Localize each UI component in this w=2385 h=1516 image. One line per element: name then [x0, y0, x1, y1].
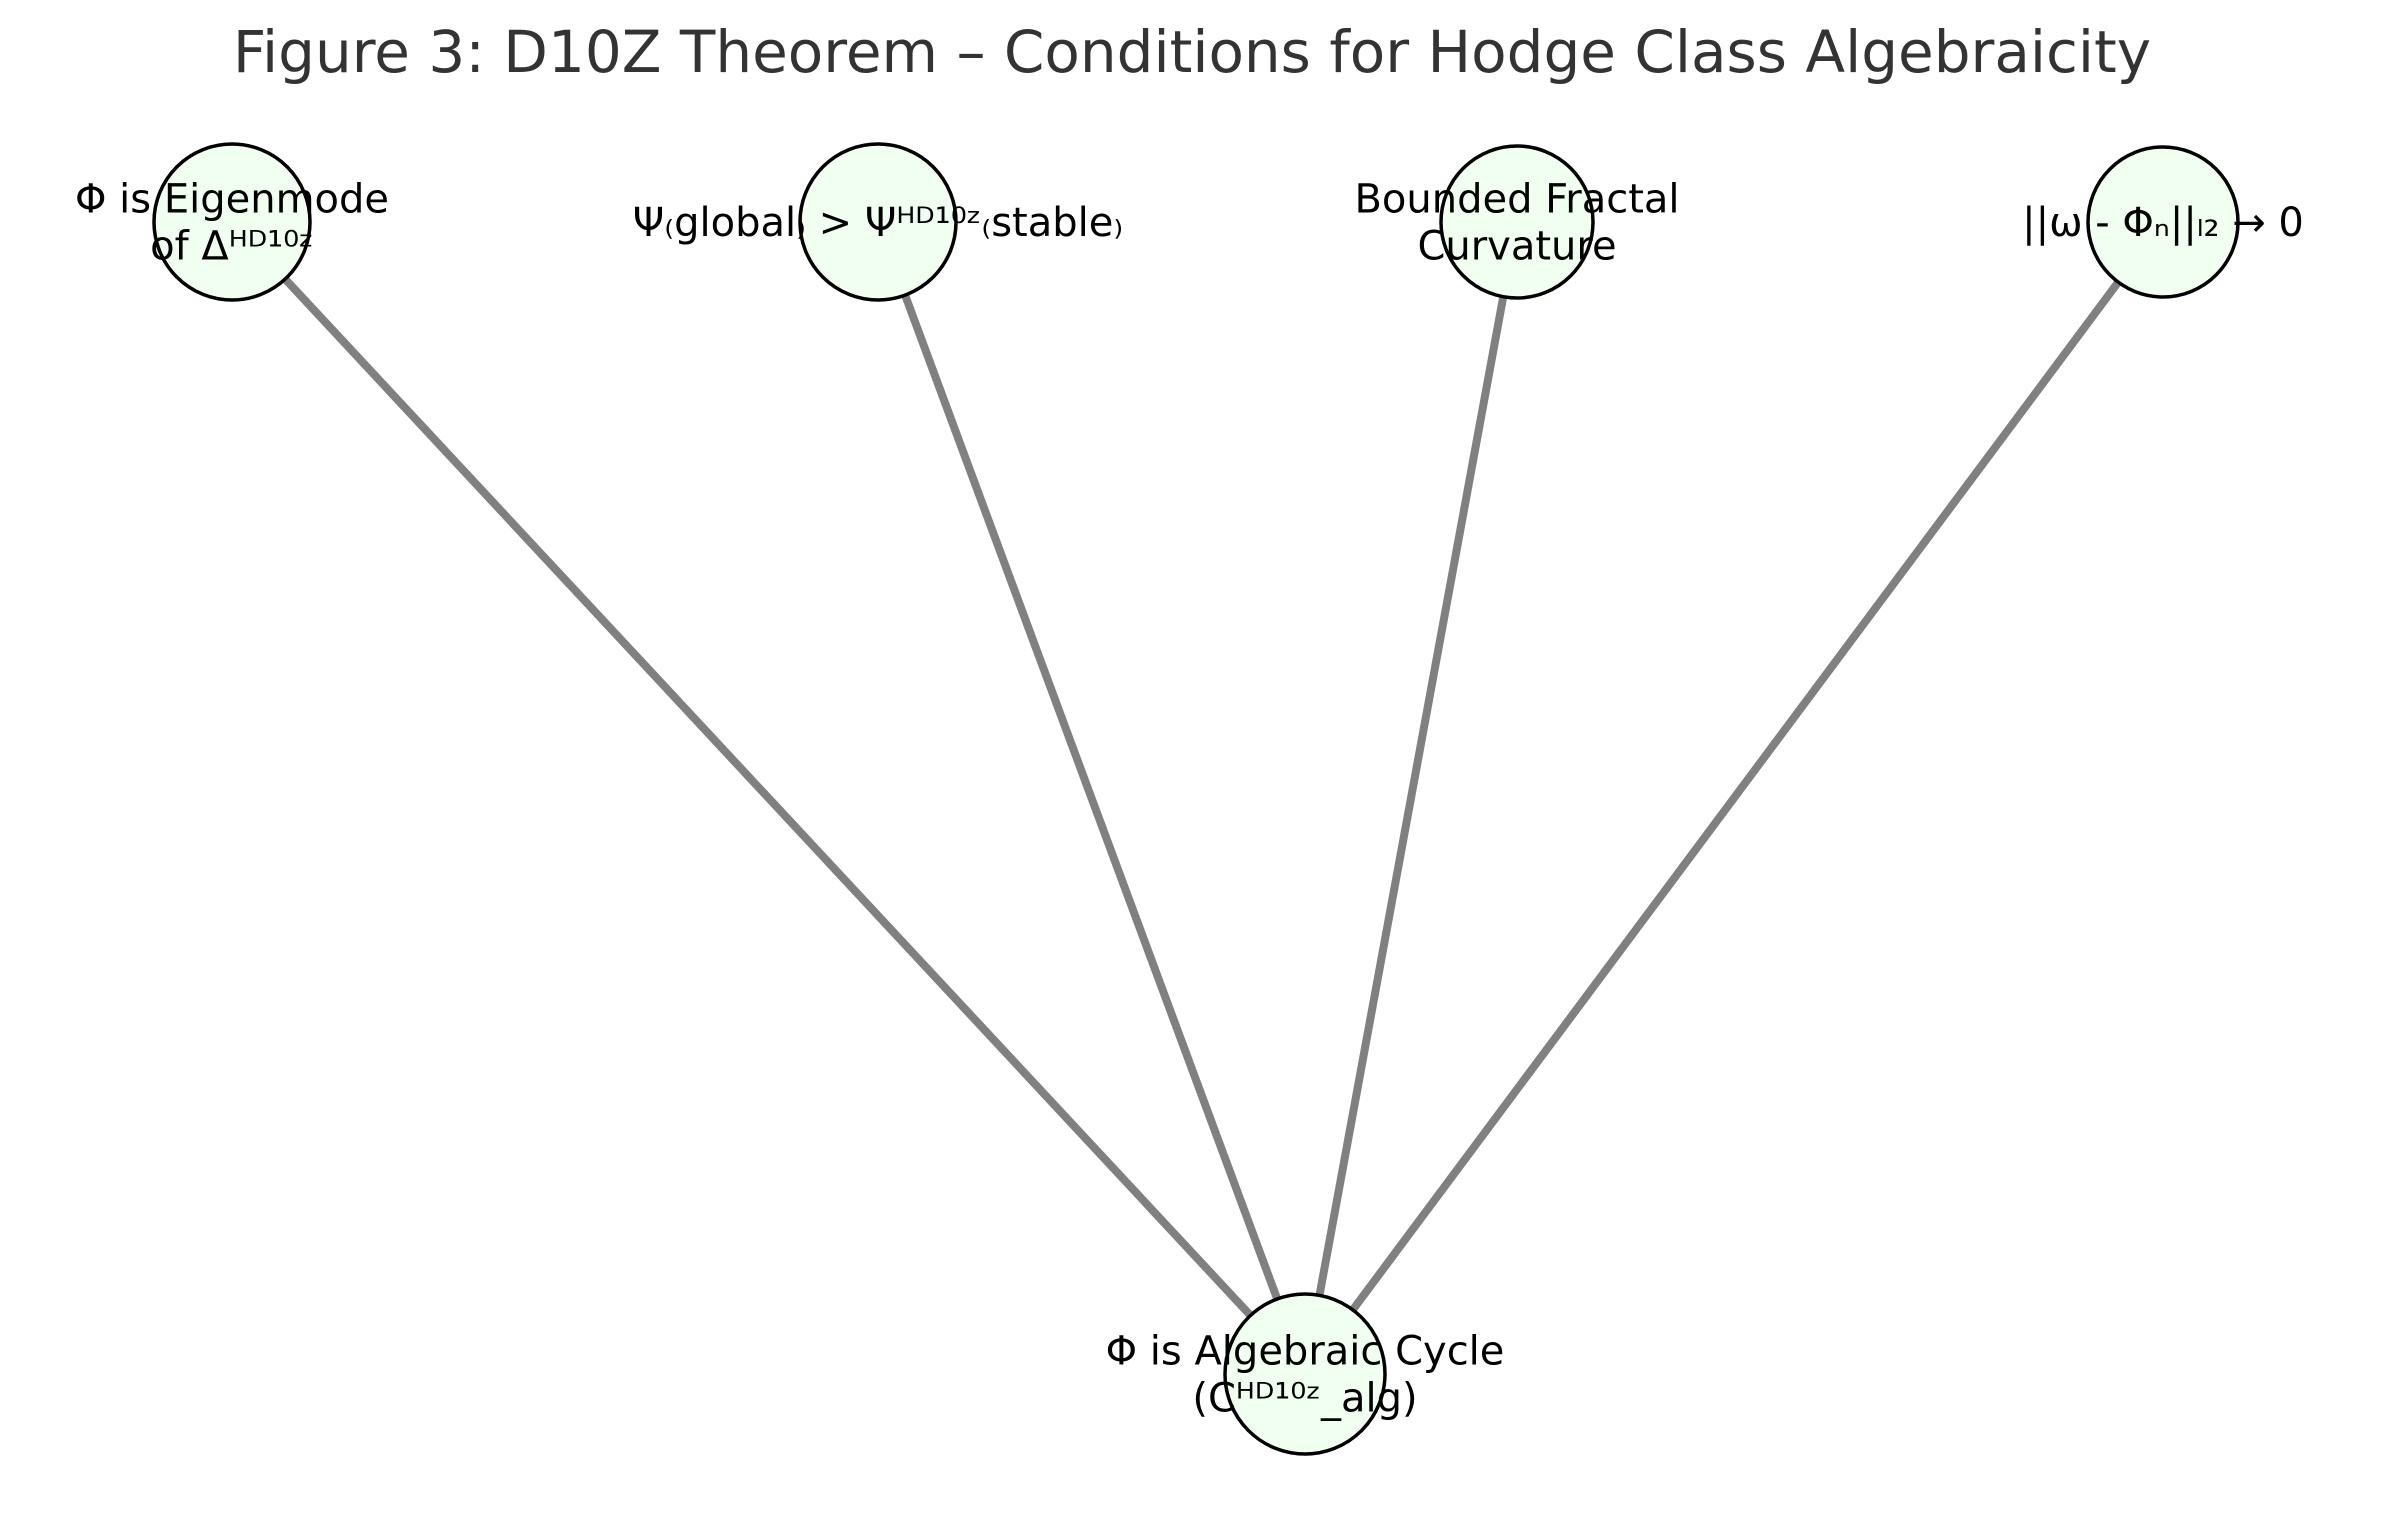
node-label-line: of Δᴴᴰ¹⁰ᶻ	[150, 224, 314, 270]
node-label-line: ||ω - Φₙ||ₗ₂ → 0	[2022, 200, 2304, 246]
node-label-line: Φ is Eigenmode	[75, 177, 389, 223]
node-circle-eigenmode	[152, 142, 312, 302]
node-circle-psi-global	[798, 142, 958, 302]
node-circle-norm-convergence	[2086, 145, 2240, 299]
edge-eigenmode-to-algebraic-cycle	[228, 218, 1309, 1378]
node-label-psi-global: Ψ₍global₎ > Ψᴴᴰ¹⁰ᶻ₍stable₎	[633, 200, 1123, 246]
edge-norm-convergence-to-algebraic-cycle	[1301, 218, 2167, 1378]
node-label-algebraic-cycle: Φ is Algebraic Cycle(Cᴴᴰ¹⁰ᶻ_alg)	[1106, 1329, 1505, 1422]
node-label-line: Bounded Fractal	[1354, 177, 1679, 223]
edge-psi-global-to-algebraic-cycle	[874, 218, 1309, 1378]
edges-layer	[228, 218, 2167, 1378]
node-label-line: Φ is Algebraic Cycle	[1106, 1329, 1505, 1375]
node-label-norm-convergence: ||ω - Φₙ||ₗ₂ → 0	[2022, 200, 2304, 246]
node-label-line: (Cᴴᴰ¹⁰ᶻ_alg)	[1192, 1376, 1417, 1422]
node-algebraic-cycle: Φ is Algebraic Cycle(Cᴴᴰ¹⁰ᶻ_alg)	[1106, 1292, 1505, 1456]
node-norm-convergence: ||ω - Φₙ||ₗ₂ → 0	[2022, 145, 2304, 299]
diagram-title: Figure 3: D10Z Theorem – Conditions for …	[233, 18, 2151, 86]
node-label-line: Ψ₍global₎ > Ψᴴᴰ¹⁰ᶻ₍stable₎	[633, 200, 1123, 246]
node-circle-fractal-curvature	[1439, 144, 1595, 300]
node-label-line: Curvature	[1417, 224, 1616, 270]
node-psi-global: Ψ₍global₎ > Ψᴴᴰ¹⁰ᶻ₍stable₎	[633, 142, 1123, 302]
node-circle-algebraic-cycle	[1223, 1292, 1387, 1456]
edge-fractal-curvature-to-algebraic-cycle	[1301, 218, 1521, 1378]
